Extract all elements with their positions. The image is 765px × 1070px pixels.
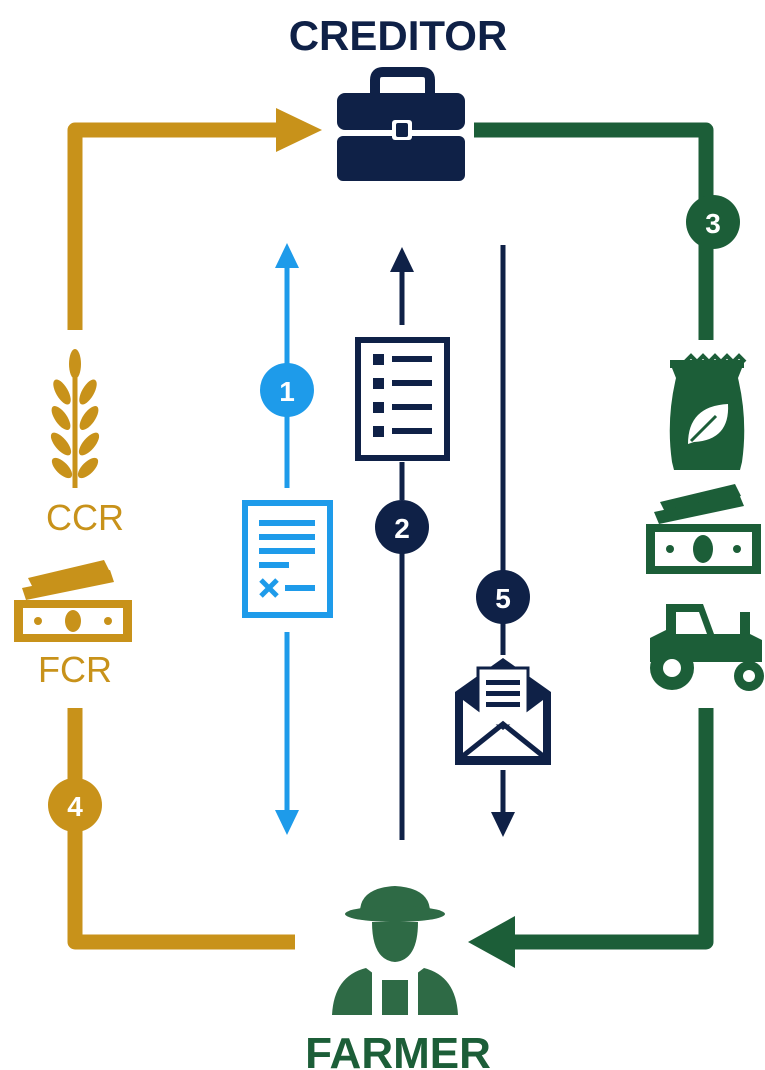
farmer-icon	[332, 886, 458, 1015]
document-icon	[242, 500, 333, 618]
checklist-icon	[355, 337, 450, 461]
ccr-label: CCR	[46, 497, 124, 538]
wheat-icon	[50, 349, 100, 488]
navy-down-arrow	[491, 245, 515, 837]
step-3-badge: 3	[686, 195, 740, 249]
tractor-icon	[650, 604, 764, 691]
green-arrowhead	[468, 916, 515, 968]
envelope-icon	[455, 658, 551, 765]
step-2-badge: 2	[375, 500, 429, 554]
gold-arrowhead	[276, 108, 322, 152]
seed-bag-icon	[669, 353, 747, 470]
svg-text:5: 5	[495, 583, 511, 614]
briefcase-icon	[337, 67, 465, 181]
fcr-label: FCR	[38, 649, 112, 690]
green-flow-path	[468, 122, 714, 968]
step-5-badge: 5	[476, 570, 530, 624]
svg-text:4: 4	[67, 791, 83, 822]
step-4-badge: 4	[48, 778, 102, 832]
svg-text:2: 2	[394, 513, 410, 544]
farmer-title: FARMER	[305, 1029, 491, 1070]
svg-text:1: 1	[279, 376, 295, 407]
navy-up-arrow	[390, 247, 414, 840]
creditor-title: CREDITOR	[289, 12, 508, 59]
step-1-badge: 1	[260, 363, 314, 417]
money-icon	[646, 484, 761, 574]
money-icon	[14, 560, 132, 642]
svg-text:3: 3	[705, 208, 721, 239]
blue-double-arrow	[275, 243, 299, 835]
